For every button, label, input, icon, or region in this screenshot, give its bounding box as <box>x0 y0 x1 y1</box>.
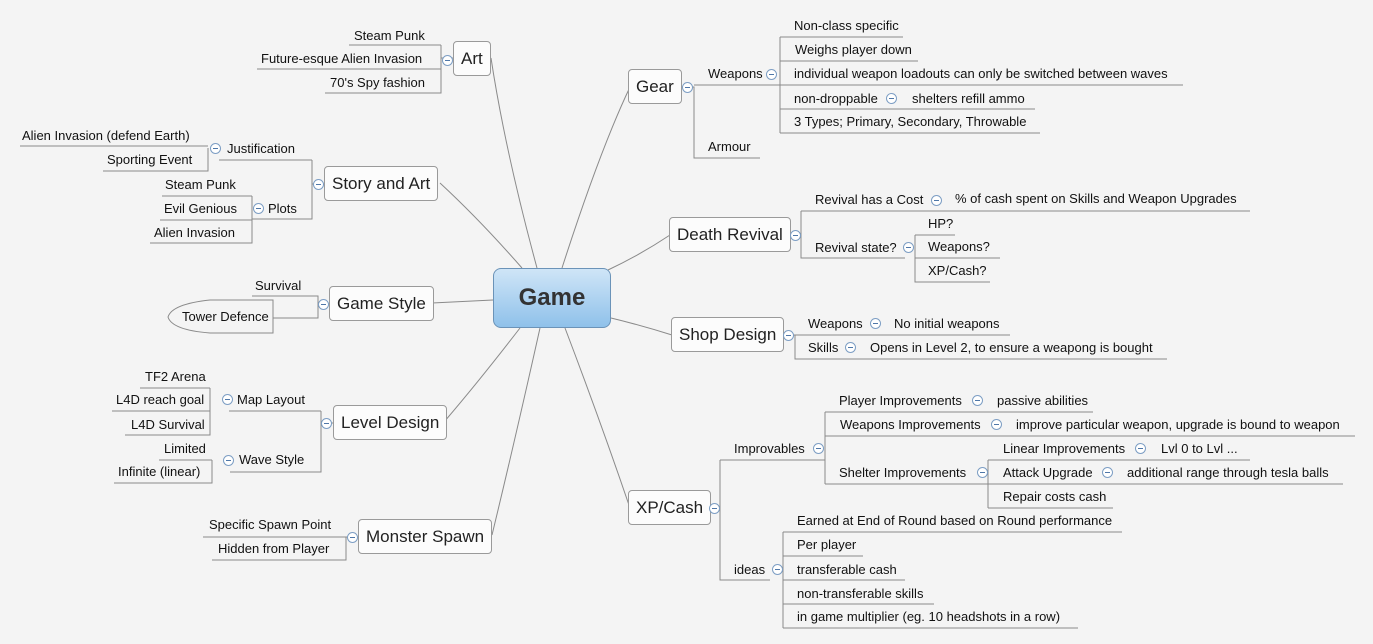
topic-monster-spawn[interactable]: Monster Spawn <box>358 519 493 554</box>
topic-level-design[interactable]: Level Design <box>333 405 448 440</box>
improv-weapons-child[interactable]: improve particular weapon, upgrade is bo… <box>1016 417 1340 432</box>
collapse-toggle-icon[interactable] <box>813 443 824 454</box>
improv-player-child[interactable]: passive abilities <box>997 393 1089 408</box>
shop-skills-child[interactable]: Opens in Level 2, to ensure a weapong is… <box>870 340 1153 355</box>
topic-death-revival[interactable]: Death Revival <box>669 217 791 252</box>
collapse-toggle-icon[interactable] <box>682 82 693 93</box>
revival-state-item[interactable]: Weapons? <box>928 239 990 254</box>
collapse-toggle-icon[interactable] <box>790 230 801 241</box>
revival-state-item[interactable]: HP? <box>928 216 954 231</box>
story-plots[interactable]: Plots <box>268 201 297 216</box>
level-wave-style[interactable]: Wave Style <box>239 452 305 467</box>
revival-cost-child[interactable]: % of cash spent on Skills and Weapon Upg… <box>955 191 1237 206</box>
improv-shelter[interactable]: Shelter Improvements <box>839 465 967 480</box>
collapse-toggle-icon[interactable] <box>870 318 881 329</box>
collapse-toggle-icon[interactable] <box>845 342 856 353</box>
collapse-toggle-icon[interactable] <box>318 299 329 310</box>
weapons-item[interactable]: individual weapon loadouts can only be s… <box>794 66 1168 81</box>
improv-weapons[interactable]: Weapons Improvements <box>840 417 981 432</box>
collapse-toggle-icon[interactable] <box>977 467 988 478</box>
collapse-toggle-icon[interactable] <box>321 418 332 429</box>
xp-ideas[interactable]: ideas <box>734 562 766 577</box>
spawn-item[interactable]: Specific Spawn Point <box>209 517 332 532</box>
collapse-toggle-icon[interactable] <box>972 395 983 406</box>
level-map-layout[interactable]: Map Layout <box>237 392 305 407</box>
style-item[interactable]: Survival <box>255 278 302 293</box>
collapse-toggle-icon[interactable] <box>886 93 897 104</box>
nondroppable-child[interactable]: shelters refill ammo <box>912 91 1025 106</box>
revival-state-item[interactable]: XP/Cash? <box>928 263 987 278</box>
collapse-toggle-icon[interactable] <box>253 203 264 214</box>
art-item[interactable]: Future-esque Alien Invasion <box>261 51 423 66</box>
collapse-toggle-icon[interactable] <box>347 532 358 543</box>
map-item[interactable]: TF2 Arena <box>145 369 206 384</box>
collapse-toggle-icon[interactable] <box>1102 467 1113 478</box>
shelter-linear-child[interactable]: Lvl 0 to Lvl ... <box>1161 441 1238 456</box>
revival-state[interactable]: Revival state? <box>815 240 897 255</box>
collapse-toggle-icon[interactable] <box>903 242 914 253</box>
weapons-item[interactable]: 3 Types; Primary, Secondary, Throwable <box>794 114 1027 129</box>
collapse-toggle-icon[interactable] <box>442 55 453 66</box>
shelter-linear[interactable]: Linear Improvements <box>1003 441 1126 456</box>
collapse-toggle-icon[interactable] <box>931 195 942 206</box>
collapse-toggle-icon[interactable] <box>1135 443 1146 454</box>
ideas-item[interactable]: in game multiplier (eg. 10 headshots in … <box>797 609 1061 624</box>
shop-weapons[interactable]: Weapons <box>808 316 863 331</box>
wave-item[interactable]: Limited <box>164 441 206 456</box>
collapse-toggle-icon[interactable] <box>772 564 783 575</box>
justification-item[interactable]: Alien Invasion (defend Earth) <box>22 128 190 143</box>
weapons-item[interactable]: Weighs player down <box>795 42 912 57</box>
ideas-item[interactable]: Per player <box>797 537 857 552</box>
topic-story-and-art[interactable]: Story and Art <box>324 166 439 201</box>
topic-shop-design[interactable]: Shop Design <box>671 317 785 352</box>
collapse-toggle-icon[interactable] <box>766 69 777 80</box>
justification-item[interactable]: Sporting Event <box>107 152 193 167</box>
plots-item[interactable]: Steam Punk <box>165 177 236 192</box>
shelter-repair[interactable]: Repair costs cash <box>1003 489 1107 504</box>
weapons-item[interactable]: Non-class specific <box>794 18 899 33</box>
collapse-toggle-icon[interactable] <box>210 143 221 154</box>
art-item[interactable]: 70's Spy fashion <box>330 75 425 90</box>
weapons-item[interactable]: non-droppable <box>794 91 878 106</box>
story-justification[interactable]: Justification <box>227 141 295 156</box>
topic-art[interactable]: Art <box>453 41 491 76</box>
ideas-item[interactable]: transferable cash <box>797 562 897 577</box>
topic-game-style[interactable]: Game Style <box>329 286 434 321</box>
topic-xp-cash[interactable]: XP/Cash <box>628 490 712 525</box>
improv-player[interactable]: Player Improvements <box>839 393 962 408</box>
wave-item[interactable]: Infinite (linear) <box>118 464 201 479</box>
collapse-toggle-icon[interactable] <box>783 330 794 341</box>
art-item[interactable]: Steam Punk <box>354 28 425 43</box>
plots-item[interactable]: Alien Invasion <box>154 225 235 240</box>
collapse-toggle-icon[interactable] <box>222 394 233 405</box>
ideas-item[interactable]: Earned at End of Round based on Round pe… <box>797 513 1113 528</box>
map-item[interactable]: L4D reach goal <box>116 392 205 407</box>
shop-skills[interactable]: Skills <box>808 340 839 355</box>
xp-improvables[interactable]: Improvables <box>734 441 805 456</box>
spawn-item[interactable]: Hidden from Player <box>218 541 330 556</box>
collapse-toggle-icon[interactable] <box>991 419 1002 430</box>
shelter-attack[interactable]: Attack Upgrade <box>1003 465 1093 480</box>
collapse-toggle-icon[interactable] <box>313 179 324 190</box>
style-item[interactable]: Tower Defence <box>182 309 269 324</box>
plots-item[interactable]: Evil Genious <box>164 201 237 216</box>
collapse-toggle-icon[interactable] <box>709 503 720 514</box>
gear-weapons[interactable]: Weapons <box>708 66 763 81</box>
topic-gear[interactable]: Gear <box>628 69 682 104</box>
central-topic[interactable]: Game <box>493 268 611 328</box>
ideas-item[interactable]: non-transferable skills <box>797 586 924 601</box>
shop-weapons-child[interactable]: No initial weapons <box>894 316 1000 331</box>
collapse-toggle-icon[interactable] <box>223 455 234 466</box>
gear-armour[interactable]: Armour <box>708 139 751 154</box>
map-item[interactable]: L4D Survival <box>131 417 205 432</box>
revival-cost[interactable]: Revival has a Cost <box>815 192 924 207</box>
shelter-attack-child[interactable]: additional range through tesla balls <box>1127 465 1329 480</box>
